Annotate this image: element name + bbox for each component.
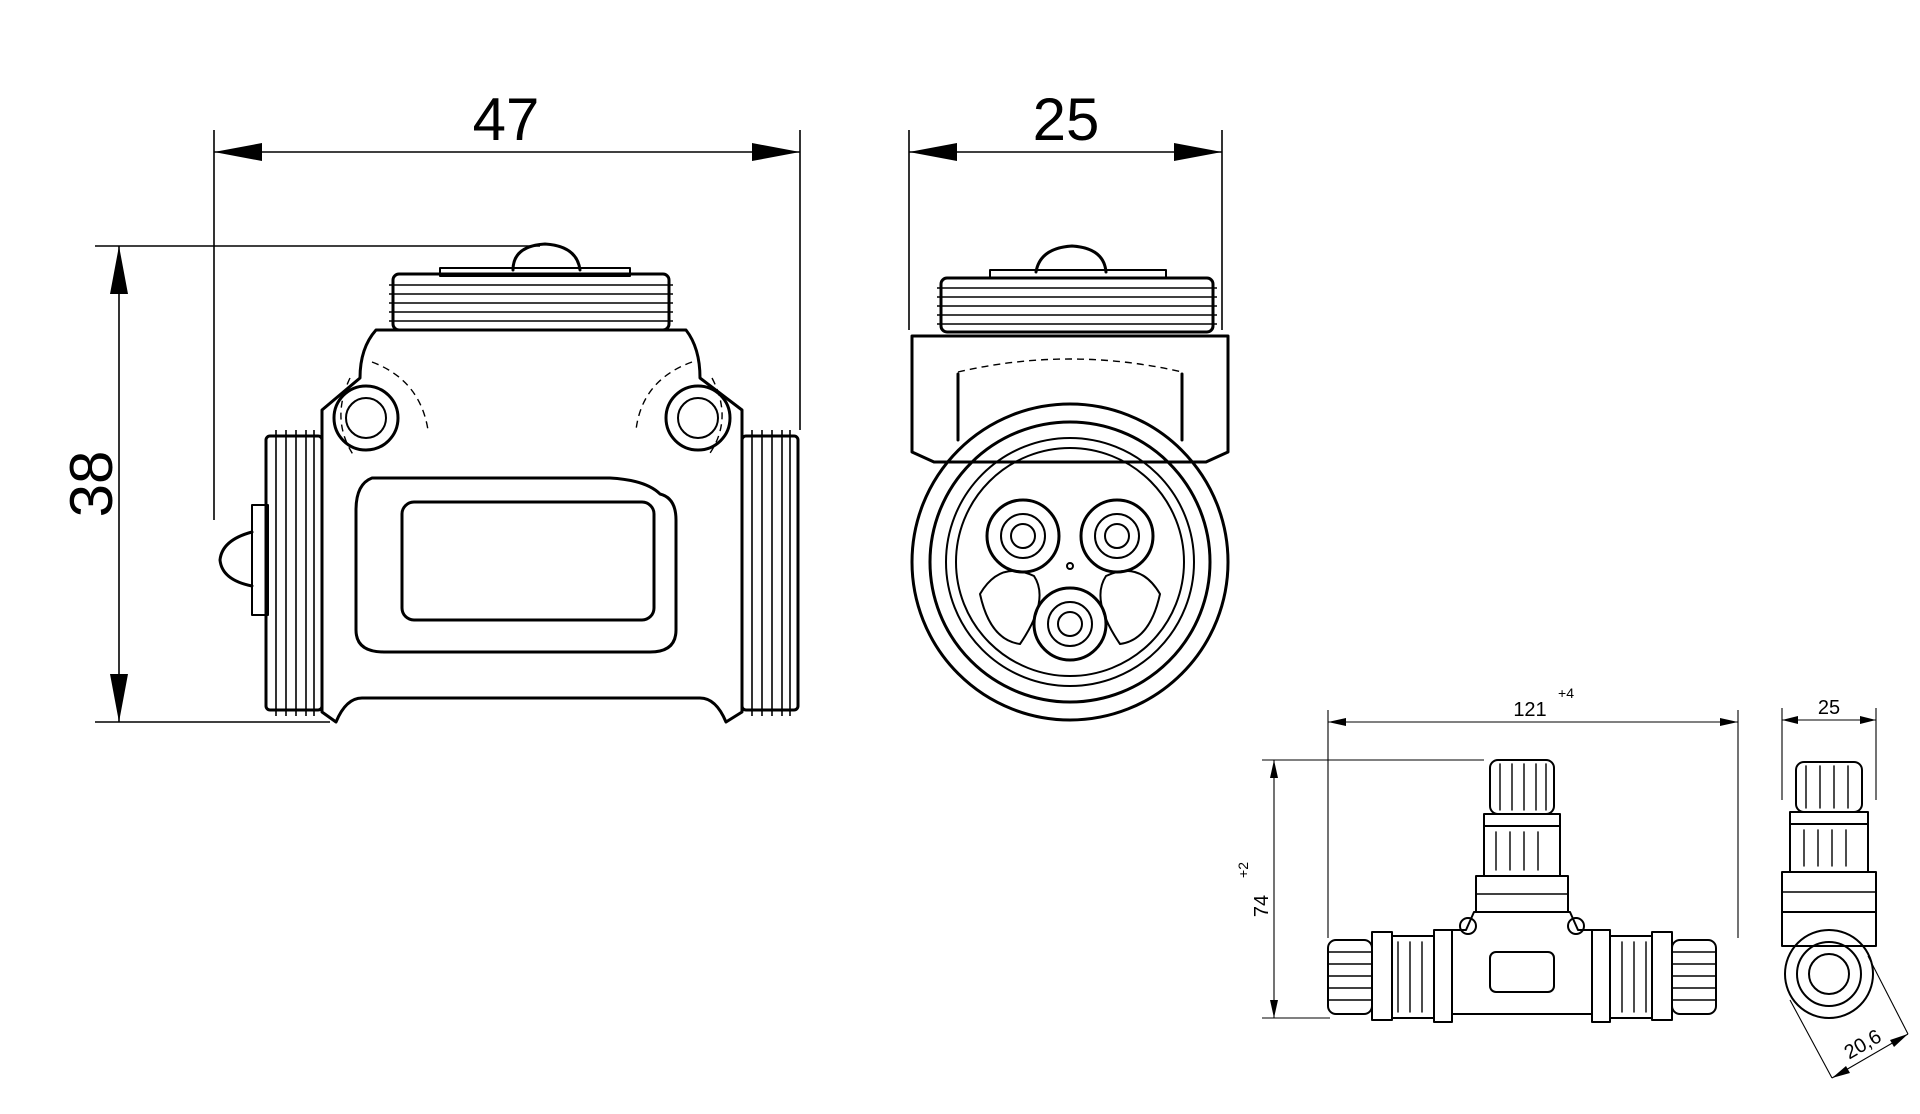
dimension-121-label: 121 [1513,699,1546,721]
front-label-window [400,500,656,622]
side-top-thread [937,269,1217,334]
assembly-tee-body [1451,911,1593,1015]
front-view [218,242,800,724]
dimension-121-tolerance: +4 [1558,685,1574,701]
dimension-121: 121 +4 [1327,685,1739,938]
front-housing [320,328,744,724]
dimension-20-6-label: 20,6 [1841,1026,1886,1065]
small-side-view: 25 20,6 [1781,697,1909,1079]
socket-pin-1 [985,498,1061,574]
front-label-panel [354,476,678,654]
assembly-right-arm [1591,929,1717,1023]
front-top-thread [389,267,673,332]
side-housing [910,334,1230,464]
dimension-25-large-label: 25 [1033,86,1100,153]
small-side-socket [1784,929,1874,1019]
socket-pin-3 [1032,586,1108,662]
dimension-38: 38 [58,245,540,723]
front-left-thread [251,430,324,716]
dimension-25-small: 25 [1781,697,1877,800]
front-top-knob [511,242,582,272]
assembly-view: 121 +4 74 +2 [1235,685,1739,1023]
dimension-74-tolerance: +2 [1235,862,1251,878]
dimension-47-label: 47 [473,86,540,153]
front-left-hole [332,384,400,452]
assembly-label-window [1489,951,1555,993]
dimension-38-label: 38 [58,451,125,518]
dimension-25-small-label: 25 [1818,697,1840,719]
dimension-47: 47 [213,86,801,520]
assembly-top-gland [1475,759,1569,913]
side-top-knob [1034,244,1108,274]
dimension-74: 74 +2 [1235,759,1484,1019]
assembly-left-arm [1327,929,1453,1023]
socket-pin-2 [1079,498,1155,574]
dimension-74-label: 74 [1251,895,1273,917]
front-right-hole [664,384,732,452]
socket-face-outer [910,402,1230,722]
front-right-thread [740,430,800,716]
side-view [910,244,1230,722]
front-side-knob [218,530,254,588]
dimension-25-large: 25 [908,86,1223,330]
